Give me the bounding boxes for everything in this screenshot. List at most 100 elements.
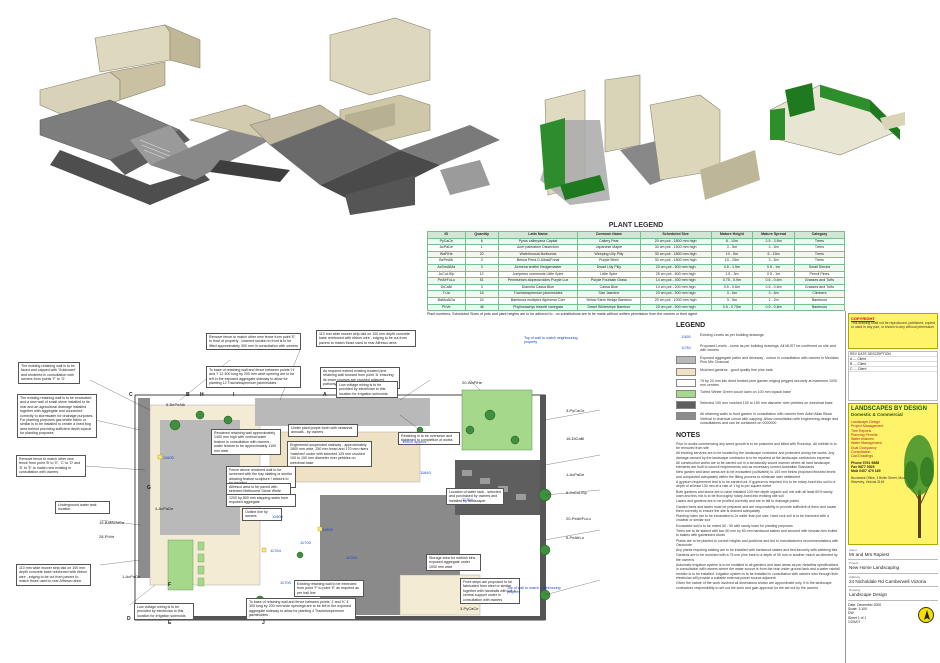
- plant-legend-cell: Trees: [793, 257, 846, 265]
- drawn-by: DW: [848, 611, 854, 616]
- plant-legend-cell: TrJa: [427, 290, 466, 298]
- plan-callout: Front steps are proposed to be fabricate…: [460, 578, 520, 605]
- plant-legend-cell: PhVe: [427, 303, 466, 312]
- render-3: [540, 74, 760, 205]
- note-paragraph: Gardens are to be mulched with a 75 mm p…: [676, 553, 838, 562]
- service-item: Dual Occupancy: [851, 445, 877, 450]
- plant-legend-cell: 24: [464, 296, 499, 305]
- legend-text: Proposed Levels - some as per building d…: [700, 344, 836, 353]
- legend-swatch: [676, 355, 696, 364]
- copyright-text: This drawing shall not be reproduced, pu…: [851, 321, 935, 329]
- plan-callout: Existing retaining wall to be extended f…: [294, 580, 364, 598]
- plant-legend-cell: 0.5 - 0.6m: [752, 277, 795, 285]
- level-label: 11700: [280, 580, 291, 585]
- plant-tag: 15-BaMuAlGa: [99, 520, 125, 525]
- plant-legend-cell: 20 cm pot - 600 mm high: [639, 263, 712, 272]
- date-label: Date: [848, 602, 856, 607]
- revision-row: B --- Client: [849, 362, 937, 367]
- plant-legend-cell: 25 cm pot - 600 mm high: [639, 270, 712, 279]
- plant-legend-cell: Callery Pear: [577, 237, 641, 246]
- legend-text: Mulched gardens - good quality fine pine…: [700, 367, 773, 372]
- 3d-renders: [39, 17, 905, 215]
- front-lawn: [461, 389, 533, 451]
- plant-legend-header-cell: Latin Name: [497, 231, 579, 239]
- river-pebble-bed: [455, 460, 540, 515]
- date-value: December 2000: [857, 602, 882, 607]
- legend-text: Existing Levels as per building drawings: [700, 333, 764, 337]
- level-label: 11600: [163, 455, 174, 460]
- plant-legend-cell: 0.5 - 1m: [752, 270, 795, 279]
- sheet-number: Sheet 1 of 1: [848, 615, 867, 620]
- plant-tag: 6-JuCoLiSp: [566, 490, 587, 495]
- front-path: [255, 398, 430, 426]
- grid-letter: G: [147, 485, 151, 491]
- note-paragraph: Garden beds and lawns must be prepared a…: [676, 504, 837, 513]
- plant-legend-cell: 30 cm pot - 1800 mm high: [639, 257, 712, 265]
- plant-legend-cell: Small Shrubs: [793, 263, 846, 272]
- plan-callout: Remove fence to match other new fence fr…: [16, 455, 86, 477]
- plant-legend-cell: 0.5 - 1m: [752, 263, 795, 272]
- legend-swatch: [676, 412, 696, 421]
- grid-letter: F: [168, 582, 172, 588]
- plant-legend-cell: Bamboos: [793, 303, 846, 312]
- company-address: Brunswick Office, 3 Beller Street, Mount…: [851, 475, 908, 484]
- plant-legend-cell: Pyrus calleryana Capital: [497, 237, 579, 246]
- level-label: 11764: [270, 548, 281, 553]
- plant-legend-cell: 0.5 - 1.5m: [710, 263, 754, 272]
- legend-list: 11600 Existing Levels as per building dra…: [676, 333, 841, 426]
- plant-tag: 1-AcPaDe: [566, 472, 585, 477]
- plant-legend-cell: Acer palmatum Dissectum: [497, 244, 579, 252]
- revision-row: C --- Client: [849, 367, 937, 372]
- revision-text: REV DATE DESCRIPTION: [850, 352, 891, 356]
- drawing-value: Landscape Design: [849, 592, 888, 598]
- service-item: Tree Reports: [851, 428, 872, 433]
- plant-legend-cell: Trees: [793, 237, 846, 246]
- legend-text: Exposed aggregate paths and driveway - c…: [700, 355, 839, 365]
- plan-callout: 110 mm wide mower strip laid on 100 mm d…: [16, 564, 91, 586]
- plant-legend-cell: Trees: [793, 250, 846, 259]
- legend-item: 75 by 20 mm kiln dried treated pine gard…: [676, 378, 841, 388]
- plant-legend-cell: Little Spire: [577, 270, 641, 279]
- revision-row: A --- Client: [849, 357, 937, 362]
- client-label: Client: [849, 548, 857, 552]
- plant-tag: 3-PyCaCe: [566, 408, 585, 413]
- project-value: New Home Landscaping: [849, 565, 900, 571]
- legend-swatch: 11600: [676, 333, 696, 341]
- plant-legend-cell: 2.5 - 3.5m: [752, 237, 795, 246]
- plan-callout: Top of wall to match neighbouring proper…: [524, 336, 578, 345]
- plant-legend-cell: AcPaDe: [427, 244, 466, 252]
- plant-legend-cell: Purple Fountain Grass: [577, 277, 641, 285]
- fax: Fax 9877 0525: [851, 464, 875, 469]
- plant-legend-cell: 3 - 6m: [752, 290, 795, 298]
- plant-legend-header-cell: Common Name: [577, 231, 641, 239]
- plant-legend-cell: 16: [464, 290, 499, 298]
- note-paragraph: Prior to works commencing any weed growt…: [676, 441, 837, 450]
- plant-legend-note: Plant numbers, Scheduled Sizes of pots a…: [427, 312, 698, 317]
- drawing-label: Drawing: [849, 588, 861, 593]
- grid-letter: H: [200, 392, 204, 398]
- plant-legend-cell: WaFlHe: [427, 250, 466, 259]
- plant-legend-cell: Betula Pend.D Alba&Fonal: [497, 257, 579, 265]
- plant-legend-cell: 3 - 5m: [710, 244, 754, 252]
- copyright-box: COPYRIGHT This drawing shall not be repr…: [848, 313, 938, 349]
- client-value: Mr and Mrs Rapiest: [849, 552, 890, 557]
- grid-letter: A: [323, 392, 327, 398]
- plant-legend-cell: Phyllostachys bissetii variegata: [497, 303, 579, 312]
- project-label: Project: [849, 561, 859, 566]
- legend-item: All retaining walls to front garden in c…: [676, 412, 841, 425]
- level-label: 11764: [346, 555, 357, 560]
- plant-legend-cell: Climbers: [793, 290, 846, 298]
- plant-legend-cell: Dwarf Whitestripe Bamboo: [577, 303, 641, 312]
- grid-letter: E: [168, 620, 172, 626]
- plant-legend-cell: 51: [464, 277, 499, 285]
- plant-legend-cell: Trachelospermum jasminoides: [497, 290, 579, 298]
- address-value: 24 Nicholdale Rd Camberwell Victoria: [849, 578, 927, 584]
- note-paragraph: New garden and lawn areas are to be exca…: [676, 470, 836, 479]
- contact-numbers: Phone 9761 9888 Fax 9877 0525 Mob 0407 4…: [851, 461, 901, 474]
